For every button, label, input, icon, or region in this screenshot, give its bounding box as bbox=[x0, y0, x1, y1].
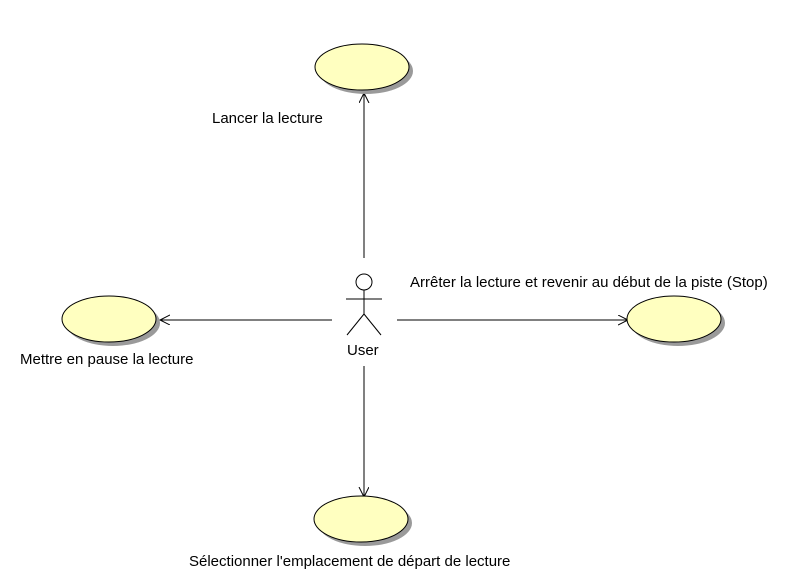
use-case-stop[interactable] bbox=[626, 295, 725, 346]
use-case-pause[interactable] bbox=[61, 295, 160, 346]
use-case-label: Sélectionner l'emplacement de départ de … bbox=[189, 553, 510, 570]
use-case-start[interactable] bbox=[314, 43, 413, 94]
actor-head bbox=[355, 273, 373, 291]
use-case-label: Mettre en pause la lecture bbox=[20, 351, 193, 368]
actor-user[interactable] bbox=[346, 273, 382, 336]
use-case-label: Lancer la lecture bbox=[212, 110, 323, 127]
actor-left-leg bbox=[346, 313, 365, 336]
use-case-seek[interactable] bbox=[313, 495, 412, 546]
use-case-label: Arrêter la lecture et revenir au début d… bbox=[410, 274, 768, 291]
actor-right-leg bbox=[363, 313, 382, 336]
actor-name: User bbox=[347, 342, 379, 359]
